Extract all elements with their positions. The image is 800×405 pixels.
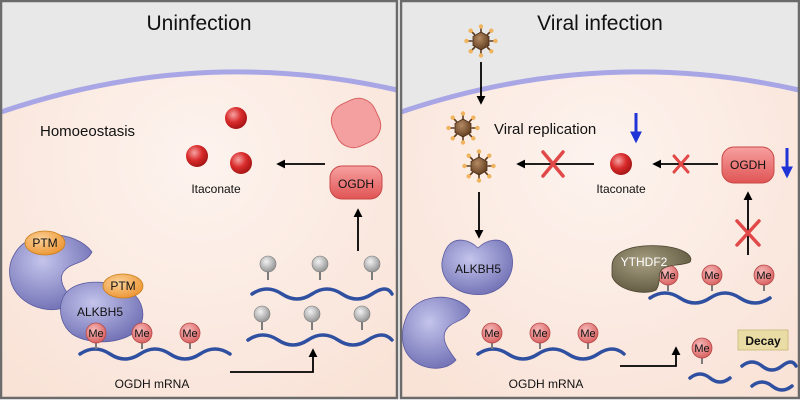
left-mrna-label: OGDH mRNA xyxy=(115,377,190,391)
virus-extracellular xyxy=(463,23,499,59)
left-mrna-upper xyxy=(250,287,394,301)
right-mrna-label: OGDH mRNA xyxy=(509,377,584,391)
virus-replicating-2 xyxy=(461,148,497,184)
left-ogdh-enzyme xyxy=(329,97,383,200)
right-panel: Viral infection Viral replication Itacon… xyxy=(399,0,800,400)
right-bound-me-label-3: Me xyxy=(756,270,771,282)
right-membrane xyxy=(400,69,800,115)
right-decay-fragment-2 xyxy=(740,360,798,372)
right-decay-fragment-3 xyxy=(750,380,794,392)
decay-badge xyxy=(737,329,789,351)
left-membrane xyxy=(0,69,398,115)
ythdf2-label: YTHDF2 xyxy=(621,255,668,269)
right-itaconate-molecule xyxy=(610,153,632,175)
right-alkbh5-inactive xyxy=(402,296,471,369)
right-itaconate-label: Itaconate xyxy=(596,182,646,196)
left-me-label-3: Me xyxy=(182,328,197,340)
right-bound-me-label-1: Me xyxy=(660,270,675,282)
left-alkbh5-large xyxy=(9,234,93,311)
right-methylated-mrna xyxy=(476,347,626,361)
right-arrow-to-decay xyxy=(620,346,681,367)
left-me-label-1: Me xyxy=(88,328,103,340)
homoeostasis-label: Homoeostasis xyxy=(40,123,135,140)
right-alkbh5-enzyme xyxy=(441,239,513,296)
right-me-label-3: Me xyxy=(580,328,595,340)
right-border xyxy=(399,0,800,400)
virus-replicating-1 xyxy=(445,110,481,146)
right-inhibit-mark-2 xyxy=(672,154,690,174)
right-inhibit-mark-1 xyxy=(541,150,565,178)
right-me-label-2: Me xyxy=(532,328,547,340)
left-itaconate-label: Itaconate xyxy=(191,182,241,196)
left-ptm-bottom xyxy=(102,273,144,299)
left-arrow-demethylation xyxy=(230,348,318,373)
right-bound-me-label-2: Me xyxy=(704,270,719,282)
viral-replication-label: Viral replication xyxy=(494,121,596,138)
left-methylated-mrna xyxy=(78,347,232,361)
left-ptm-top xyxy=(24,230,66,256)
right-decay-fragment-1 xyxy=(688,372,732,384)
decay-label: Decay xyxy=(745,334,781,348)
left-me-label-2: Me xyxy=(134,328,149,340)
right-decay-me-label: Me xyxy=(694,343,709,355)
right-me-label-1: Me xyxy=(484,328,499,340)
right-title: Viral infection xyxy=(537,12,663,35)
left-alkbh5-label: ALKBH5 xyxy=(77,305,123,319)
left-ptm-top-label: PTM xyxy=(32,236,57,250)
right-ogdh-label: OGDH xyxy=(730,158,766,172)
left-mrna-lower xyxy=(246,333,394,347)
right-ogdh-enzyme xyxy=(721,146,775,184)
ythdf2-reader xyxy=(611,245,692,293)
right-alkbh5-label: ALKBH5 xyxy=(455,262,501,276)
left-panel: Uninfection Homoeostasis Itaconate OGDH … xyxy=(0,0,399,400)
left-ptm-bottom-label: PTM xyxy=(110,279,135,293)
right-inhibit-mark-3 xyxy=(735,219,761,247)
left-border xyxy=(0,0,399,400)
right-mrna-bound xyxy=(648,291,772,305)
left-title: Uninfection xyxy=(146,12,251,35)
left-ogdh-label: OGDH xyxy=(338,177,374,191)
